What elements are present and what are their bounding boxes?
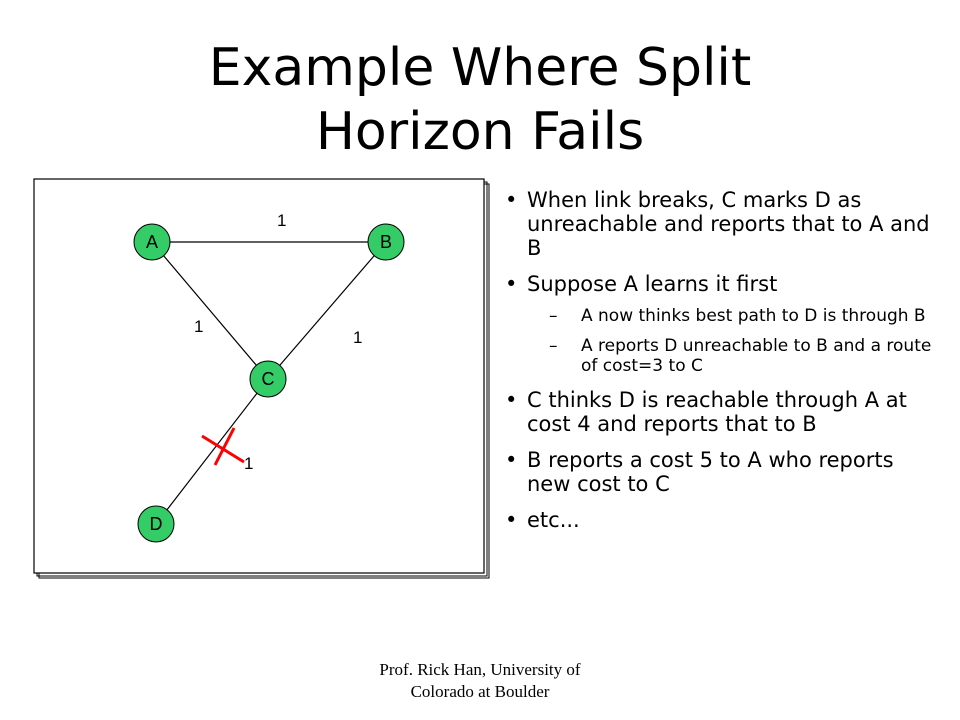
slide-footer: Prof. Rick Han, University of Colorado a…	[330, 659, 630, 703]
link-break-mark	[201, 427, 245, 466]
edge-a-c-cost: 1	[194, 317, 203, 336]
node-a: A	[133, 223, 171, 261]
sub-bullet-item: A now thinks best path to D is through B	[503, 306, 943, 326]
edge-a-c	[151, 241, 269, 380]
node-b-label: B	[380, 232, 392, 252]
node-b: B	[367, 223, 405, 261]
sub-bullet-item: A reports D unreachable to B and a route…	[503, 336, 943, 376]
edge-b-c	[267, 241, 387, 380]
bullet-item: C thinks D is reachable through A at cos…	[503, 388, 943, 436]
edge-a-b-cost: 1	[277, 211, 286, 230]
edge-c-d	[155, 378, 269, 525]
bullet-item: When link breaks, C marks D as unreachab…	[503, 188, 943, 260]
bullet-item: etc...	[503, 508, 943, 532]
node-d-label: D	[150, 514, 163, 534]
slide-title: Example Where Split Horizon Fails	[0, 36, 960, 164]
edge-c-d-cost: 1	[244, 454, 253, 473]
node-a-label: A	[146, 232, 158, 252]
node-c-label: C	[262, 369, 275, 389]
bullet-item: Suppose A learns it first	[503, 272, 943, 296]
bullet-list: When link breaks, C marks D as unreachab…	[503, 188, 943, 544]
footer-line-1: Prof. Rick Han, University of	[379, 660, 581, 679]
slide-title-line-2: Horizon Fails	[315, 102, 645, 162]
node-c: C	[249, 360, 287, 398]
slide-title-line-1: Example Where Split	[208, 38, 752, 98]
bullet-item: B reports a cost 5 to A who reports new …	[503, 448, 943, 496]
edge-b-c-cost: 1	[353, 328, 362, 347]
node-d: D	[137, 505, 175, 543]
footer-line-2: Colorado at Boulder	[410, 682, 550, 701]
